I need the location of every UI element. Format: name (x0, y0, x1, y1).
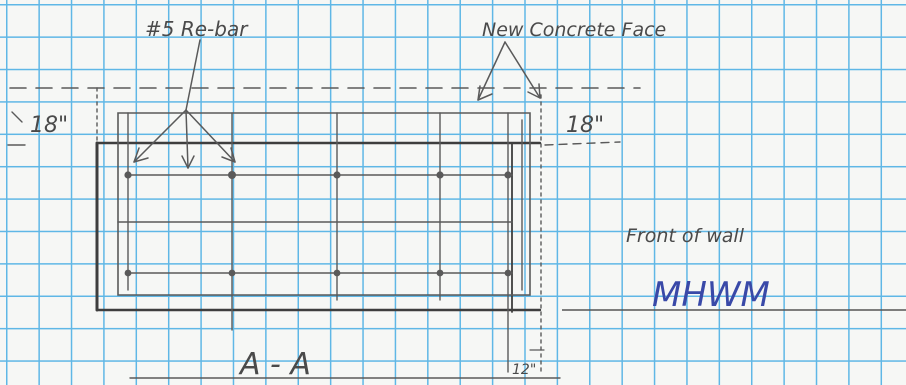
rebar-leader-left (133, 109, 187, 163)
left-dim-ticks (7, 111, 26, 146)
rebar-dot (436, 269, 444, 277)
rebar-dot (333, 171, 341, 179)
right-dimension-label: 18" (566, 113, 604, 138)
rebar-leader-stem (185, 39, 201, 111)
mhwm-label: MHWM (652, 275, 770, 315)
section-label: A - A (238, 347, 311, 382)
rebar-dot (504, 171, 512, 179)
rebar-leader-right (185, 109, 236, 163)
rebar-dot (333, 269, 341, 277)
rebar-label: #5 Re-bar (145, 17, 249, 41)
front-of-wall-label: Front of wall (626, 225, 745, 247)
rebar-leader-center (185, 109, 189, 169)
arrowhead-left (133, 147, 149, 163)
rebar-dot (436, 171, 444, 179)
face-leader-arrows (477, 41, 541, 101)
right-dim-dashed-line (544, 141, 621, 146)
rebar-dot (228, 269, 236, 277)
face-leader-right (504, 41, 541, 99)
rebar-dot (228, 171, 236, 179)
left-dimension-label: 18" (30, 113, 68, 138)
arrowhead-face-right (527, 83, 541, 99)
face-leader-left (477, 41, 506, 101)
existing-wall-rect (117, 112, 531, 296)
rebar-dot (504, 269, 512, 277)
new-concrete-face-label: New Concrete Face (482, 19, 666, 41)
rebar-dots (124, 171, 512, 277)
rebar-dot (124, 171, 132, 179)
rebar-dot (124, 269, 132, 277)
bottom-dimension-label: 12" (512, 362, 536, 378)
arrowhead-right (221, 147, 236, 163)
arrowhead-face-left (477, 85, 493, 101)
rebar-leader-arrows (133, 39, 236, 169)
arrowhead-center (181, 155, 195, 169)
